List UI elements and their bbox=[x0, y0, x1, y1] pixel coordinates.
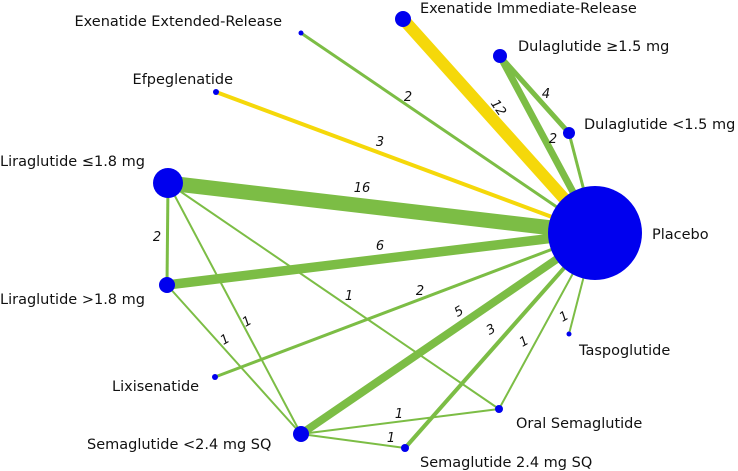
node-oral-semaglutide bbox=[495, 405, 503, 413]
node-label-lixisenatide: Lixisenatide bbox=[112, 379, 199, 395]
node-liraglutide-le18 bbox=[153, 168, 183, 198]
edge-label-semaglutide-lt24-semaglutide-24: 1 bbox=[387, 431, 395, 446]
edge-placebo-efpeglenatide bbox=[215, 90, 596, 235]
edge-liraglutide-gt18-semaglutide-lt24 bbox=[166, 284, 302, 435]
node-dulaglutide-ge15 bbox=[493, 49, 507, 63]
edge-label-liraglutide-le18-liraglutide-gt18: 2 bbox=[153, 230, 161, 245]
edge-dulaglutide-ge15-dulaglutide-lt15 bbox=[498, 54, 571, 135]
node-exenatide-ir bbox=[395, 11, 411, 27]
edge-label-placebo-liraglutide-le18: 16 bbox=[354, 181, 371, 196]
edge-placebo-liraglutide-gt18 bbox=[166, 228, 596, 290]
node-label-exenatide-er: Exenatide Extended-Release bbox=[75, 14, 283, 30]
node-placebo bbox=[548, 186, 642, 280]
node-semaglutide-lt24 bbox=[293, 426, 309, 442]
node-liraglutide-gt18 bbox=[159, 277, 175, 293]
node-label-semaglutide-lt24: Semaglutide <2.4 mg SQ bbox=[87, 437, 271, 453]
edge-liraglutide-le18-oral-semaglutide bbox=[167, 182, 500, 410]
node-label-dulaglutide-ge15: Dulaglutide ≥1.5 mg bbox=[518, 39, 669, 55]
edge-label-placebo-exenatide-er: 2 bbox=[404, 90, 412, 105]
node-label-dulaglutide-lt15: Dulaglutide <1.5 mg bbox=[584, 117, 735, 133]
edge-label-placebo-lixisenatide: 2 bbox=[416, 284, 424, 299]
node-label-oral-semaglutide: Oral Semaglutide bbox=[516, 416, 642, 432]
node-efpeglenatide bbox=[213, 89, 219, 95]
node-label-placebo: Placebo bbox=[652, 227, 709, 243]
edge-semaglutide-lt24-oral-semaglutide bbox=[300, 408, 500, 435]
edge-placebo-semaglutide-24 bbox=[403, 231, 597, 450]
edge-placebo-liraglutide-le18 bbox=[167, 175, 596, 241]
edge-label-liraglutide-le18-oral-semaglutide: 1 bbox=[345, 289, 353, 304]
edge-liraglutide-le18-liraglutide-gt18 bbox=[165, 182, 170, 286]
edge-semaglutide-lt24-semaglutide-24 bbox=[300, 433, 406, 449]
edge-label-liraglutide-gt18-semaglutide-lt24: 1 bbox=[218, 331, 233, 348]
node-exenatide-er bbox=[298, 30, 304, 36]
edge-placebo-exenatide-er bbox=[300, 31, 596, 235]
edge-placebo-semaglutide-lt24 bbox=[298, 229, 598, 438]
edge-label-dulaglutide-ge15-dulaglutide-lt15: 4 bbox=[542, 87, 550, 102]
edge-label-placebo-semaglutide-24: 3 bbox=[484, 321, 499, 338]
node-taspoglutide bbox=[566, 331, 572, 337]
edge-placebo-lixisenatide bbox=[214, 231, 596, 379]
node-label-taspoglutide: Taspoglutide bbox=[578, 343, 670, 359]
node-lixisenatide bbox=[212, 374, 218, 380]
edge-liraglutide-le18-semaglutide-lt24 bbox=[167, 182, 302, 435]
node-semaglutide-24 bbox=[401, 444, 409, 452]
node-label-efpeglenatide: Efpeglenatide bbox=[133, 72, 234, 88]
node-label-exenatide-ir: Exenatide Immediate-Release bbox=[420, 1, 637, 17]
edge-label-placebo-taspoglutide: 1 bbox=[557, 308, 572, 325]
edge-placebo-exenatide-ir bbox=[398, 14, 600, 238]
edge-label-placebo-efpeglenatide: 3 bbox=[376, 135, 384, 150]
node-label-liraglutide-gt18: Liraglutide >1.8 mg bbox=[0, 292, 145, 308]
edge-label-semaglutide-lt24-oral-semaglutide: 1 bbox=[395, 407, 403, 422]
edge-label-placebo-liraglutide-gt18: 6 bbox=[376, 239, 384, 254]
node-label-liraglutide-le18: Liraglutide ≤1.8 mg bbox=[0, 154, 145, 170]
edge-label-liraglutide-le18-semaglutide-lt24: 1 bbox=[240, 313, 255, 330]
edge-label-placebo-dulaglutide-lt15: 2 bbox=[549, 132, 557, 147]
node-dulaglutide-lt15 bbox=[563, 127, 575, 139]
edge-label-placebo-oral-semaglutide: 1 bbox=[517, 333, 532, 350]
node-layer bbox=[153, 11, 642, 452]
node-label-semaglutide-24: Semaglutide 2.4 mg SQ bbox=[420, 455, 592, 471]
